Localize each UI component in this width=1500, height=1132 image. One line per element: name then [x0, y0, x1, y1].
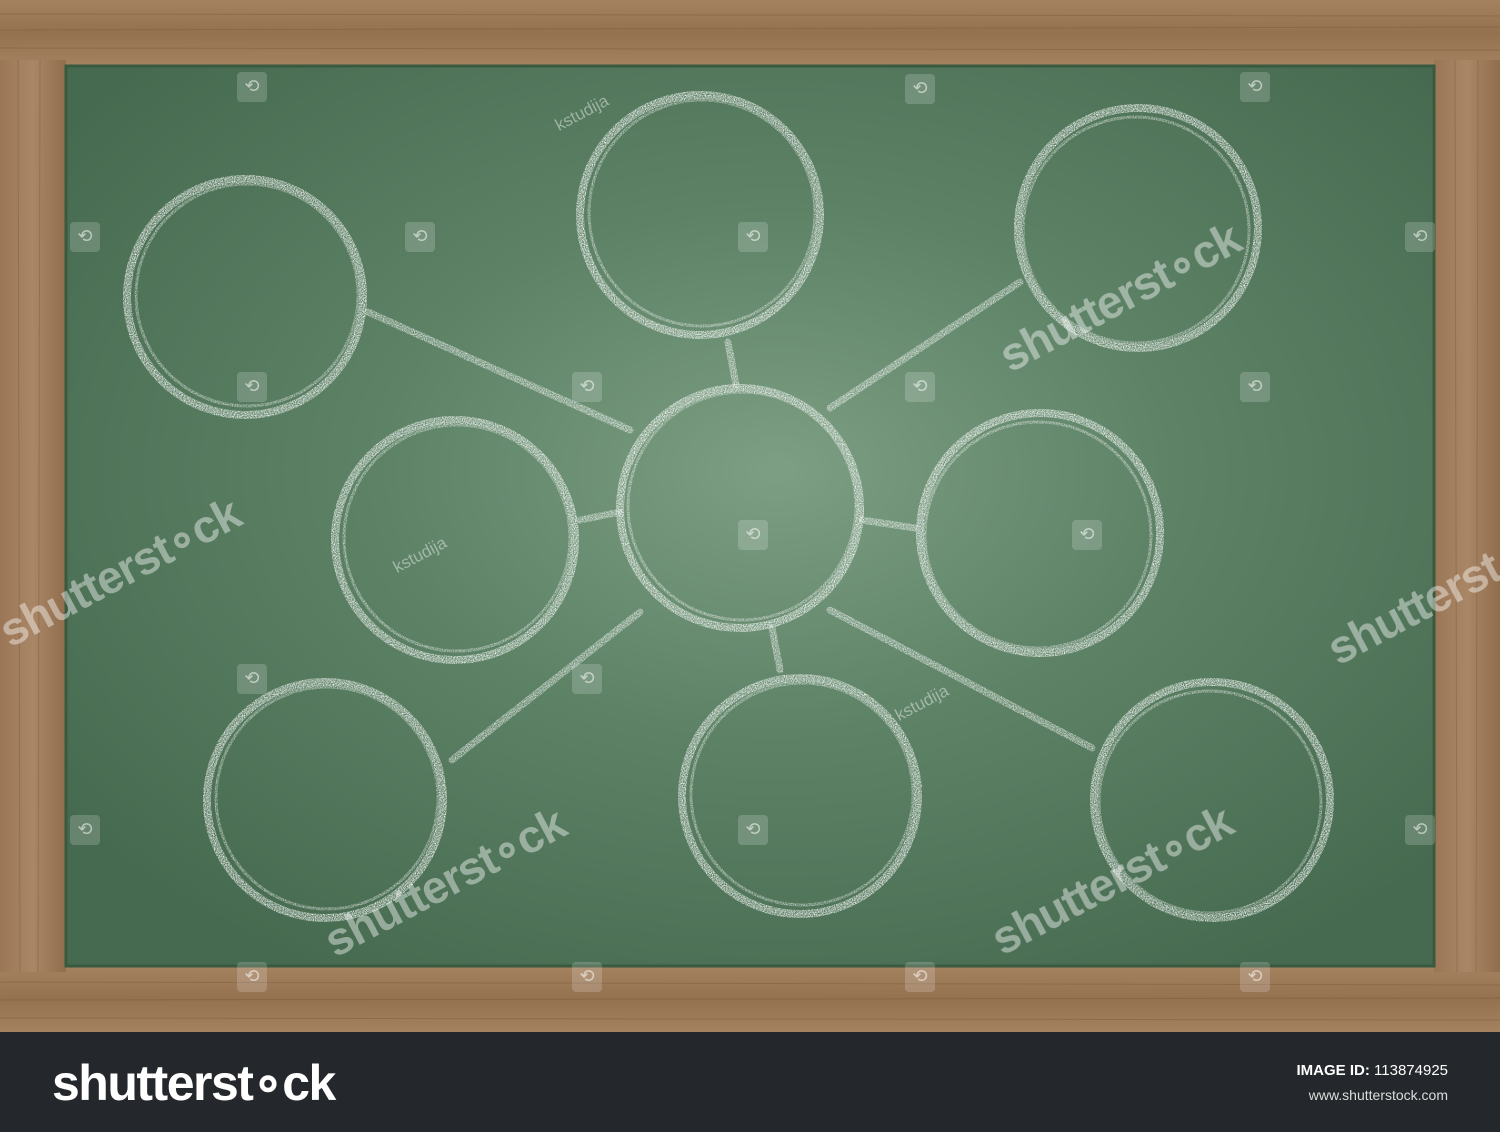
shutterstock-mark-icon: ⟲ [70, 222, 100, 252]
shutterstock-mark-icon: ⟲ [738, 520, 768, 550]
node-bottom [678, 674, 922, 918]
shutterstock-mark-icon: ⟲ [405, 222, 435, 252]
edge-center-left [576, 508, 624, 524]
stock-footer: shutterst∘ck IMAGE ID: 113874925 www.shu… [0, 1032, 1500, 1132]
shutterstock-mark-icon: ⟲ [1240, 962, 1270, 992]
shutterstock-mark-icon: ⟲ [237, 72, 267, 102]
edge-center-top-right [826, 278, 1024, 412]
chalkboard-surface [66, 66, 1434, 966]
edge-center-bottom [768, 624, 784, 674]
shutterstock-mark-icon: ⟲ [237, 372, 267, 402]
blackboard-image: shutterst∘ck shutterst∘ck shutterst∘ck s… [0, 0, 1500, 1032]
site-url: www.shutterstock.com [1308, 1087, 1448, 1103]
edge-center-right [858, 516, 919, 532]
shutterstock-logo: shutterst∘ck [52, 1055, 336, 1111]
image-id: IMAGE ID: 113874925 [1297, 1062, 1448, 1079]
node-left [331, 416, 579, 664]
frame-bottom [0, 966, 1500, 1032]
node-bottom-left [203, 678, 447, 922]
shutterstock-mark-icon: ⟲ [572, 962, 602, 992]
shutterstock-mark-icon: ⟲ [1240, 72, 1270, 102]
image-id-label: IMAGE ID: [1296, 1062, 1370, 1079]
shutterstock-mark-icon: ⟲ [237, 664, 267, 694]
node-top-left [123, 175, 367, 419]
shutterstock-mark-icon: ⟲ [572, 664, 602, 694]
node-right [916, 409, 1164, 657]
shutterstock-mark-icon: ⟲ [905, 74, 935, 104]
shutterstock-mark-icon: ⟲ [905, 962, 935, 992]
node-top [576, 91, 824, 339]
shutterstock-mark-icon: ⟲ [1405, 222, 1435, 252]
shutterstock-mark-icon: ⟲ [572, 372, 602, 402]
shutterstock-mark-icon: ⟲ [70, 815, 100, 845]
shutterstock-mark-icon: ⟲ [738, 815, 768, 845]
shutterstock-mark-icon: ⟲ [1405, 815, 1435, 845]
frame-top [0, 0, 1500, 66]
shutterstock-mark-icon: ⟲ [738, 222, 768, 252]
edge-center-bottom-right [826, 606, 1096, 752]
shutterstock-mark-icon: ⟲ [905, 372, 935, 402]
node-top-right [1014, 104, 1262, 352]
node-center [616, 384, 864, 632]
shutterstock-mark-icon: ⟲ [1072, 520, 1102, 550]
blackboard-svg [0, 0, 1500, 1032]
shutterstock-mark-icon: ⟲ [1240, 372, 1270, 402]
edge-center-top-left [364, 308, 634, 434]
edge-center-bottom-left [448, 608, 644, 764]
frame-right [1434, 60, 1500, 972]
shutterstock-mark-icon: ⟲ [237, 962, 267, 992]
image-id-value: 113874925 [1374, 1062, 1448, 1079]
edge-center-top [724, 338, 740, 389]
node-bottom-right [1090, 678, 1334, 922]
frame-left [0, 60, 66, 972]
